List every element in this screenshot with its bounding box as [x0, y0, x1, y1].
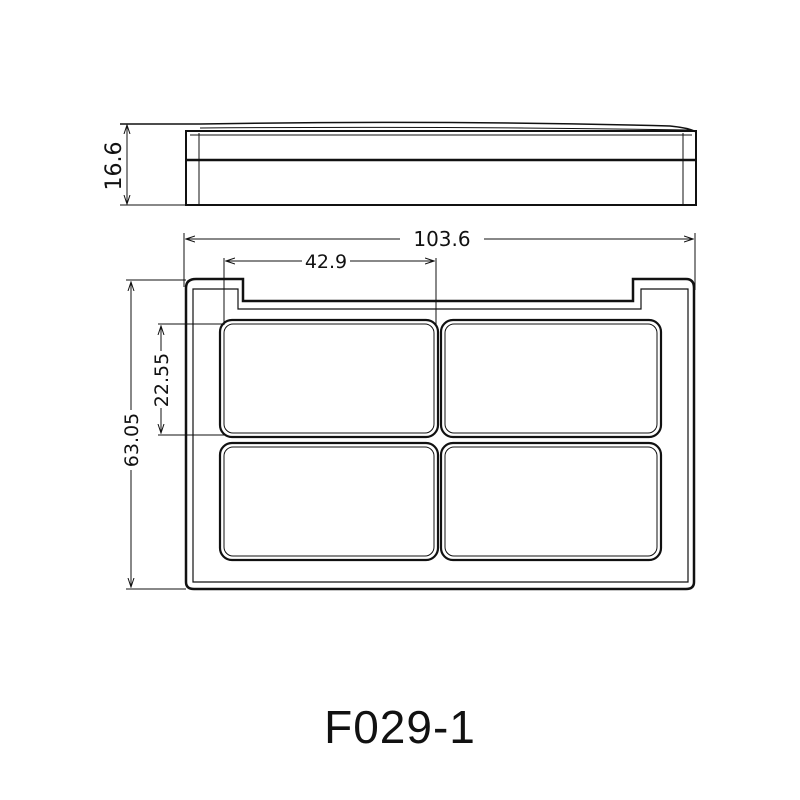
overall-height-dim: 63.05	[121, 413, 143, 467]
pan-well-bottom-left	[218, 441, 440, 562]
pan-wells	[218, 318, 663, 562]
overall-width-dim: 103.6	[413, 227, 470, 251]
pan-height-dim: 22.55	[151, 353, 173, 407]
top-view	[126, 233, 696, 591]
pan-well-bottom-right	[439, 441, 663, 562]
side-view	[120, 121, 697, 206]
model-code-label: F029-1	[324, 701, 476, 753]
pan-well-top-left	[218, 318, 440, 439]
pan-well-top-right	[439, 318, 663, 439]
pan-width-dim: 42.9	[305, 251, 347, 273]
side-height-dim: 16.6	[102, 142, 127, 191]
